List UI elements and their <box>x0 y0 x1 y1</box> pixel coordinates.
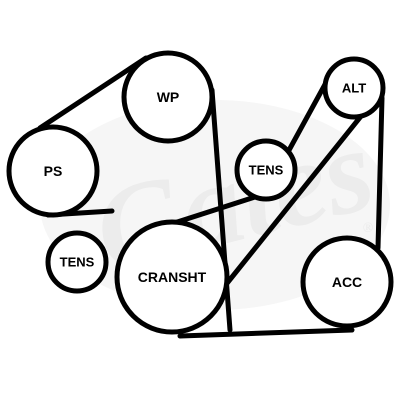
pulley-label-tens-lower: TENS <box>60 255 95 270</box>
pulley-ps: PS <box>6 124 100 218</box>
belt-segment-crank-tenstop <box>165 193 261 228</box>
pulley-label-tens-upper: TENS <box>249 163 284 178</box>
pulley-cranksht: CRANSHT <box>114 219 230 335</box>
pulley-wp: WP <box>121 50 215 144</box>
pulley-acc: ACC <box>300 235 394 329</box>
belt-segment-wp-ps <box>37 55 149 131</box>
pulley-label-wp: WP <box>157 89 180 105</box>
pulley-label-acc: ACC <box>332 274 362 290</box>
pulley-label-cranksht: CRANSHT <box>138 269 207 285</box>
pulley-alt: ALT <box>322 56 386 120</box>
pulley-tens-lower: TENS <box>45 230 109 294</box>
pulley-tens-upper: TENS <box>234 138 298 202</box>
pulley-label-ps: PS <box>44 163 63 179</box>
belt-segment-alt-crank <box>213 92 381 300</box>
watermark-registered-mark: ® <box>363 221 374 236</box>
pulley-label-alt: ALT <box>342 81 366 96</box>
belt-segment-crank-acc <box>177 327 355 339</box>
belt-segment-alt-acc <box>375 95 385 251</box>
